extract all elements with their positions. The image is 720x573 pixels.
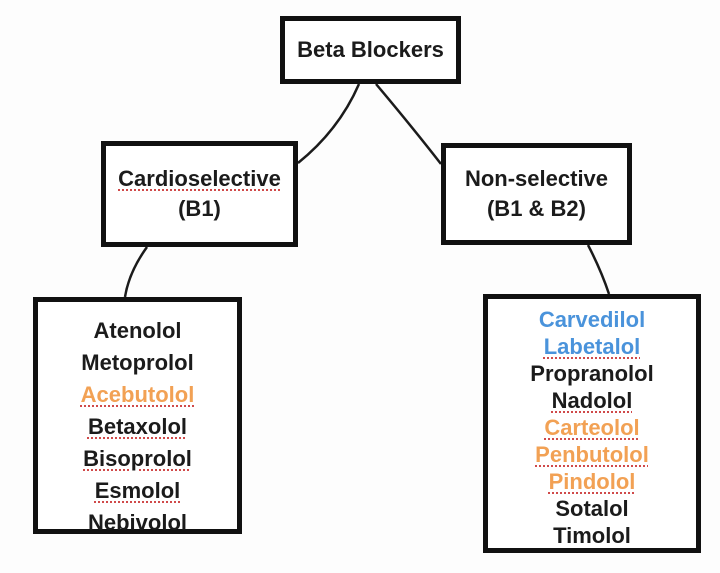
drug-timolol: Timolol — [553, 523, 631, 548]
connector-cardioselective-to-list — [123, 246, 149, 298]
drug-pindolol: Pindolol — [548, 469, 636, 494]
nonselective-label: Non-selective — [464, 166, 609, 191]
node-beta-blockers: Beta Blockers — [280, 16, 461, 84]
node-nonselective: Non-selective (B1 & B2) — [441, 143, 632, 245]
drug-nebivolol: Nebivolol — [87, 510, 187, 535]
drug-atenolol: Atenolol — [93, 318, 182, 343]
node-cardioselective: Cardioselective (B1) — [101, 141, 298, 247]
cardioselective-label: Cardioselective — [118, 166, 281, 191]
drug-acebutolol: Acebutolol — [80, 382, 195, 407]
drug-bisoprolol: Bisoprolol — [83, 446, 192, 471]
drug-carteolol: Carteolol — [544, 415, 640, 440]
root-label: Beta Blockers — [297, 37, 444, 62]
drug-sotalol: Sotalol — [555, 496, 629, 521]
nonselective-sublabel: (B1 & B2) — [486, 196, 586, 221]
connector-root-to-nonselective — [375, 83, 442, 165]
connector-root-to-cardioselective — [297, 83, 361, 164]
drug-penbutolol: Penbutolol — [535, 442, 649, 467]
drug-carvedilol: Carvedilol — [538, 307, 646, 332]
drug-betaxolol: Betaxolol — [87, 414, 188, 439]
drug-metoprolol: Metoprolol — [81, 350, 194, 375]
connector-nonselective-to-list — [586, 244, 611, 295]
drug-esmolol: Esmolol — [94, 478, 181, 503]
drug-propranolol: Propranolol — [530, 361, 654, 386]
cardioselective-sublabel: (B1) — [178, 196, 221, 221]
drug-labetalol: Labetalol — [543, 334, 641, 359]
drug-nadolol: Nadolol — [551, 388, 633, 413]
